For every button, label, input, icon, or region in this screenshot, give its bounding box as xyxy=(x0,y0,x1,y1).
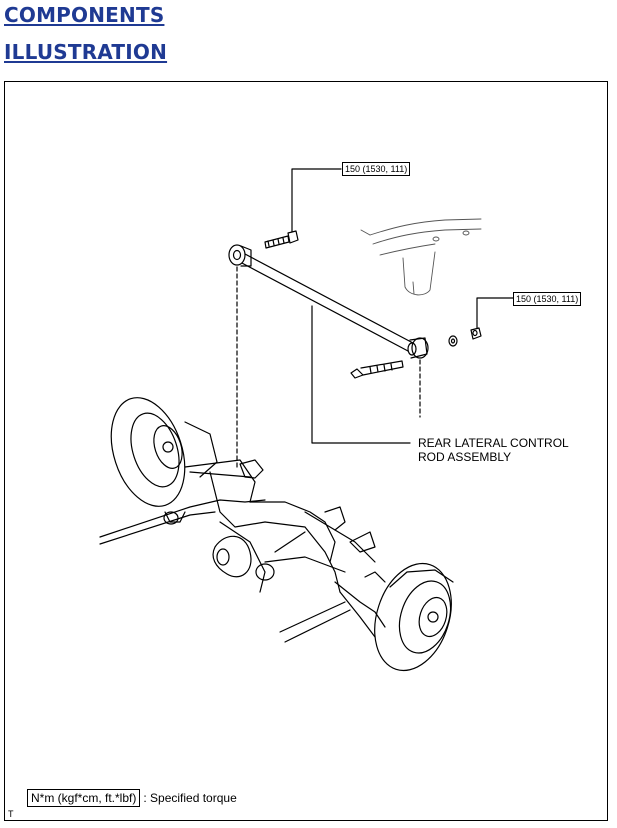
rear-suspension-diagram xyxy=(99,168,514,672)
components-heading[interactable]: COMPONENTS xyxy=(4,3,165,27)
illustration-heading[interactable]: ILLUSTRATION xyxy=(4,40,168,64)
torque-legend-text[interactable]: : Specified torque xyxy=(143,791,237,805)
part-name-line2[interactable]: ROD ASSEMBLY xyxy=(418,450,512,464)
axle-housing xyxy=(99,459,386,643)
torque-legend: N*m (kgf*cm, ft.*lbf) : Specified torque xyxy=(27,789,237,807)
lateral-control-rod xyxy=(228,244,429,359)
nut xyxy=(470,327,482,340)
corner-mark: T xyxy=(8,809,14,819)
washer xyxy=(448,335,458,347)
frame-bracket xyxy=(360,218,482,296)
torque-spec-top[interactable]: 150 (1530, 111) xyxy=(342,162,411,176)
torque-spec-right[interactable]: 150 (1530, 111) xyxy=(513,292,582,306)
part-name-leader xyxy=(311,305,411,444)
lower-bolt xyxy=(350,360,404,379)
top-torque-leader xyxy=(291,168,342,233)
torque-unit-box[interactable]: N*m (kgf*cm, ft.*lbf) xyxy=(27,789,141,807)
part-name-line1[interactable]: REAR LATERAL CONTROL xyxy=(418,436,569,450)
illustration-frame: 150 (1530, 111) 150 (1530, 111) REAR LAT… xyxy=(4,81,608,821)
right-brake-disc xyxy=(374,562,454,672)
left-brake-disc xyxy=(110,397,218,507)
upper-bolt xyxy=(264,230,299,249)
right-torque-leader xyxy=(476,297,514,329)
